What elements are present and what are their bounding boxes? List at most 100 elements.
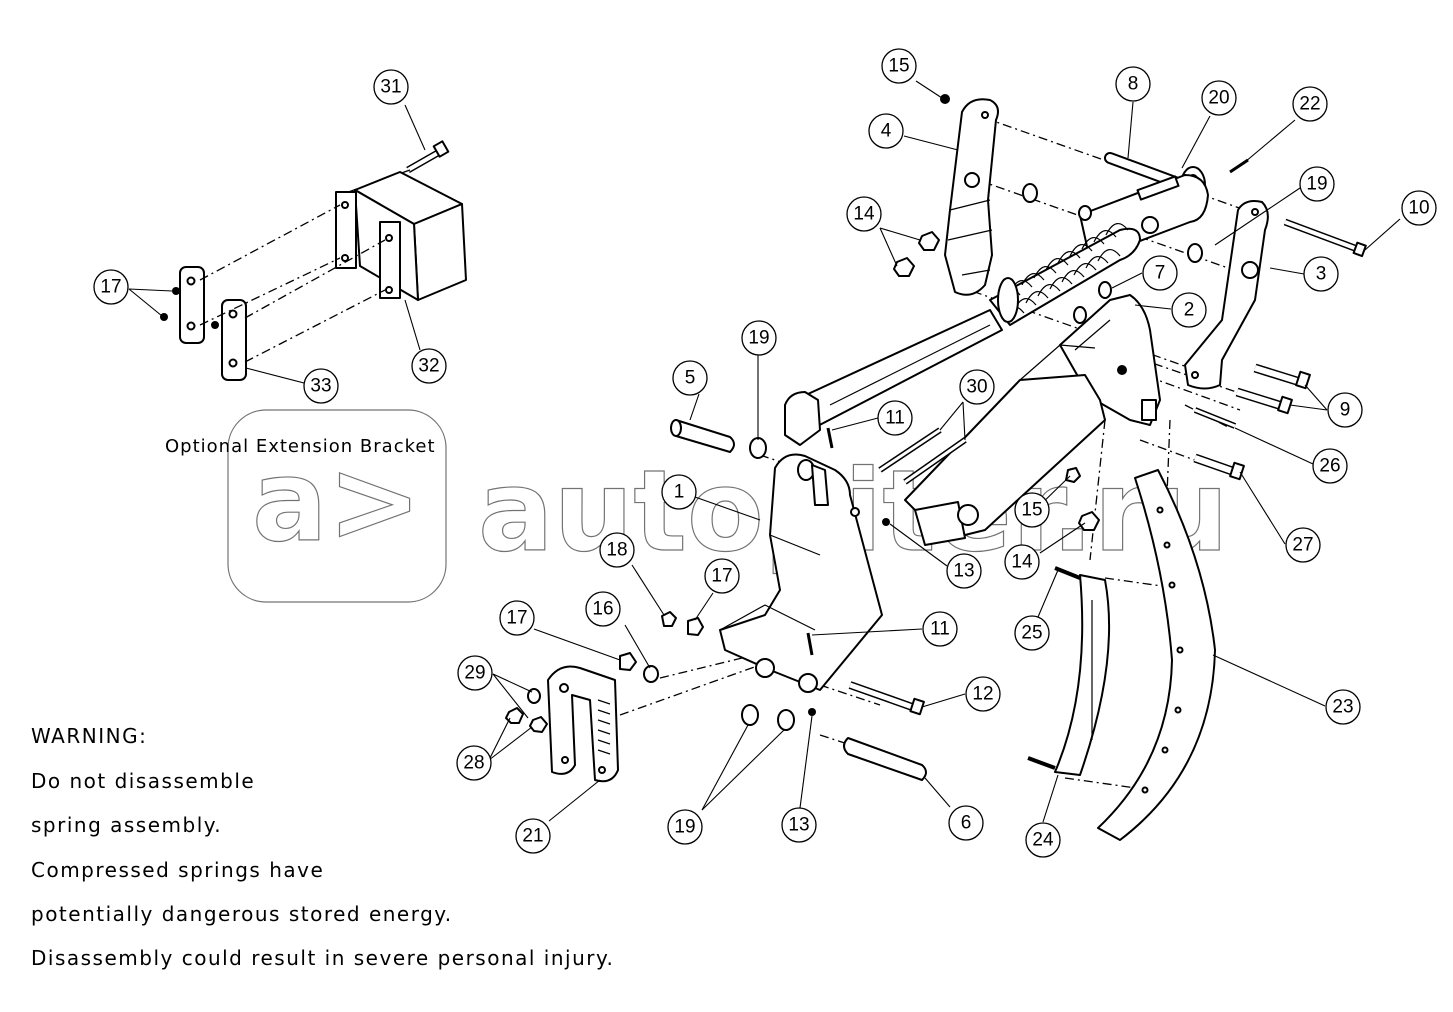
callout-25-label: 25 <box>1021 623 1042 644</box>
pivot-bracket <box>719 453 883 693</box>
callout-11-label: 11 <box>930 619 950 640</box>
main-beam-1 <box>904 344 1106 546</box>
callout-26-label: 26 <box>1319 456 1340 477</box>
callout-1-label: 1 <box>674 482 685 503</box>
callout-21-label: 21 <box>522 826 543 847</box>
bolt-9 <box>1235 363 1311 415</box>
callout-8: 8 <box>1115 66 1151 102</box>
callout-7: 7 <box>1142 255 1178 291</box>
callout-30-label: 30 <box>966 377 987 398</box>
bracket-plate-33 <box>179 266 247 381</box>
spring-latch-21 <box>547 665 619 783</box>
callout-30: 30 <box>959 369 995 405</box>
callout-17-label: 17 <box>711 566 732 587</box>
nut-15-top <box>940 94 950 104</box>
callout-24-label: 24 <box>1032 830 1054 851</box>
extension-tube-32 <box>335 171 467 301</box>
callout-16: 16 <box>585 591 621 627</box>
bushing-19-low-a <box>741 704 759 726</box>
shank-guard-24-25 <box>1027 566 1111 776</box>
callout-15: 15 <box>881 48 917 84</box>
bolt-27 <box>1193 453 1245 481</box>
callout-3: 3 <box>1303 256 1339 292</box>
nut-14-lower <box>1078 511 1100 531</box>
callout-29-label: 29 <box>464 663 485 684</box>
washer-16 <box>643 665 659 683</box>
pin-8 <box>1104 152 1181 188</box>
callout-20-label: 20 <box>1208 88 1229 109</box>
callout-22-label: 22 <box>1299 94 1320 115</box>
nut-17-bracket <box>160 287 219 329</box>
frame-2 <box>1059 294 1161 426</box>
callout-13: 13 <box>781 807 817 843</box>
pin-11-upper-end <box>850 507 860 517</box>
callout-7-label: 7 <box>1155 263 1166 284</box>
callout-19: 19 <box>741 320 777 356</box>
callout-32: 32 <box>411 348 447 384</box>
callout-1: 1 <box>661 474 697 510</box>
warning-line: Compressed springs have <box>31 858 324 882</box>
callout-17: 17 <box>499 600 535 636</box>
nut-15-lower <box>1065 467 1081 483</box>
watermark-logo-glyph: a> <box>252 437 421 567</box>
callout-2-label: 2 <box>1184 300 1195 321</box>
callout-14-label: 14 <box>853 204 875 225</box>
nut-frame <box>1117 365 1127 375</box>
callout-28: 28 <box>456 745 492 781</box>
bushing-19-low-b <box>777 709 795 731</box>
callout-19-label: 19 <box>1306 174 1327 195</box>
callout-2: 2 <box>1171 292 1207 328</box>
callout-5: 5 <box>672 360 708 396</box>
bolt-30 <box>878 427 967 485</box>
callout-15: 15 <box>1014 492 1050 528</box>
callout-28-label: 28 <box>463 753 484 774</box>
callout-17-label: 17 <box>506 608 527 629</box>
nut-18 <box>661 611 677 627</box>
callout-9: 9 <box>1327 392 1363 428</box>
callout-leaders <box>128 80 1401 823</box>
callout-20: 20 <box>1201 80 1237 116</box>
callout-9-label: 9 <box>1340 400 1351 421</box>
callout-29: 29 <box>457 655 493 691</box>
callout-33-label: 33 <box>310 376 331 397</box>
pin-5 <box>670 419 735 453</box>
nut-17-mid <box>687 617 704 636</box>
bolt-26 <box>1193 407 1237 429</box>
callout-11: 11 <box>877 400 913 436</box>
callout-6: 6 <box>948 805 984 841</box>
callout-22: 22 <box>1292 86 1328 122</box>
callout-11-label: 11 <box>885 408 905 429</box>
callout-3-label: 3 <box>1316 264 1327 285</box>
mount-plate-3 <box>1184 200 1269 390</box>
callout-23: 23 <box>1325 689 1361 725</box>
warning-heading: WARNING: <box>31 724 147 748</box>
callout-12: 12 <box>965 676 1001 712</box>
callout-8-label: 8 <box>1128 74 1139 95</box>
callout-13: 13 <box>946 553 982 589</box>
nut-17-low <box>619 652 637 671</box>
callout-13-label: 13 <box>953 561 974 582</box>
callout-4: 4 <box>868 113 904 149</box>
watermark-logo-frame <box>227 409 447 603</box>
bushing-7b <box>1073 306 1087 324</box>
upper-arm <box>784 309 1003 446</box>
pin-6 <box>843 737 927 781</box>
callout-19-label: 19 <box>748 328 769 349</box>
callout-19: 19 <box>1299 166 1335 202</box>
shank-23 <box>1097 469 1216 841</box>
callout-10: 10 <box>1401 190 1437 226</box>
callout-19-label: 19 <box>674 817 695 838</box>
callout-15-label: 15 <box>1021 500 1042 521</box>
warning-line: spring assembly. <box>31 813 222 837</box>
bolt-11-lower <box>806 632 814 656</box>
callout-17: 17 <box>93 269 129 305</box>
callout-33: 33 <box>303 368 339 404</box>
callout-18-label: 18 <box>606 540 627 561</box>
callout-11: 11 <box>922 611 958 647</box>
bushing-19-mid <box>749 437 767 459</box>
callout-26: 26 <box>1312 448 1348 484</box>
warning-line: Disassembly could result in severe perso… <box>31 946 614 970</box>
callout-19: 19 <box>667 809 703 845</box>
